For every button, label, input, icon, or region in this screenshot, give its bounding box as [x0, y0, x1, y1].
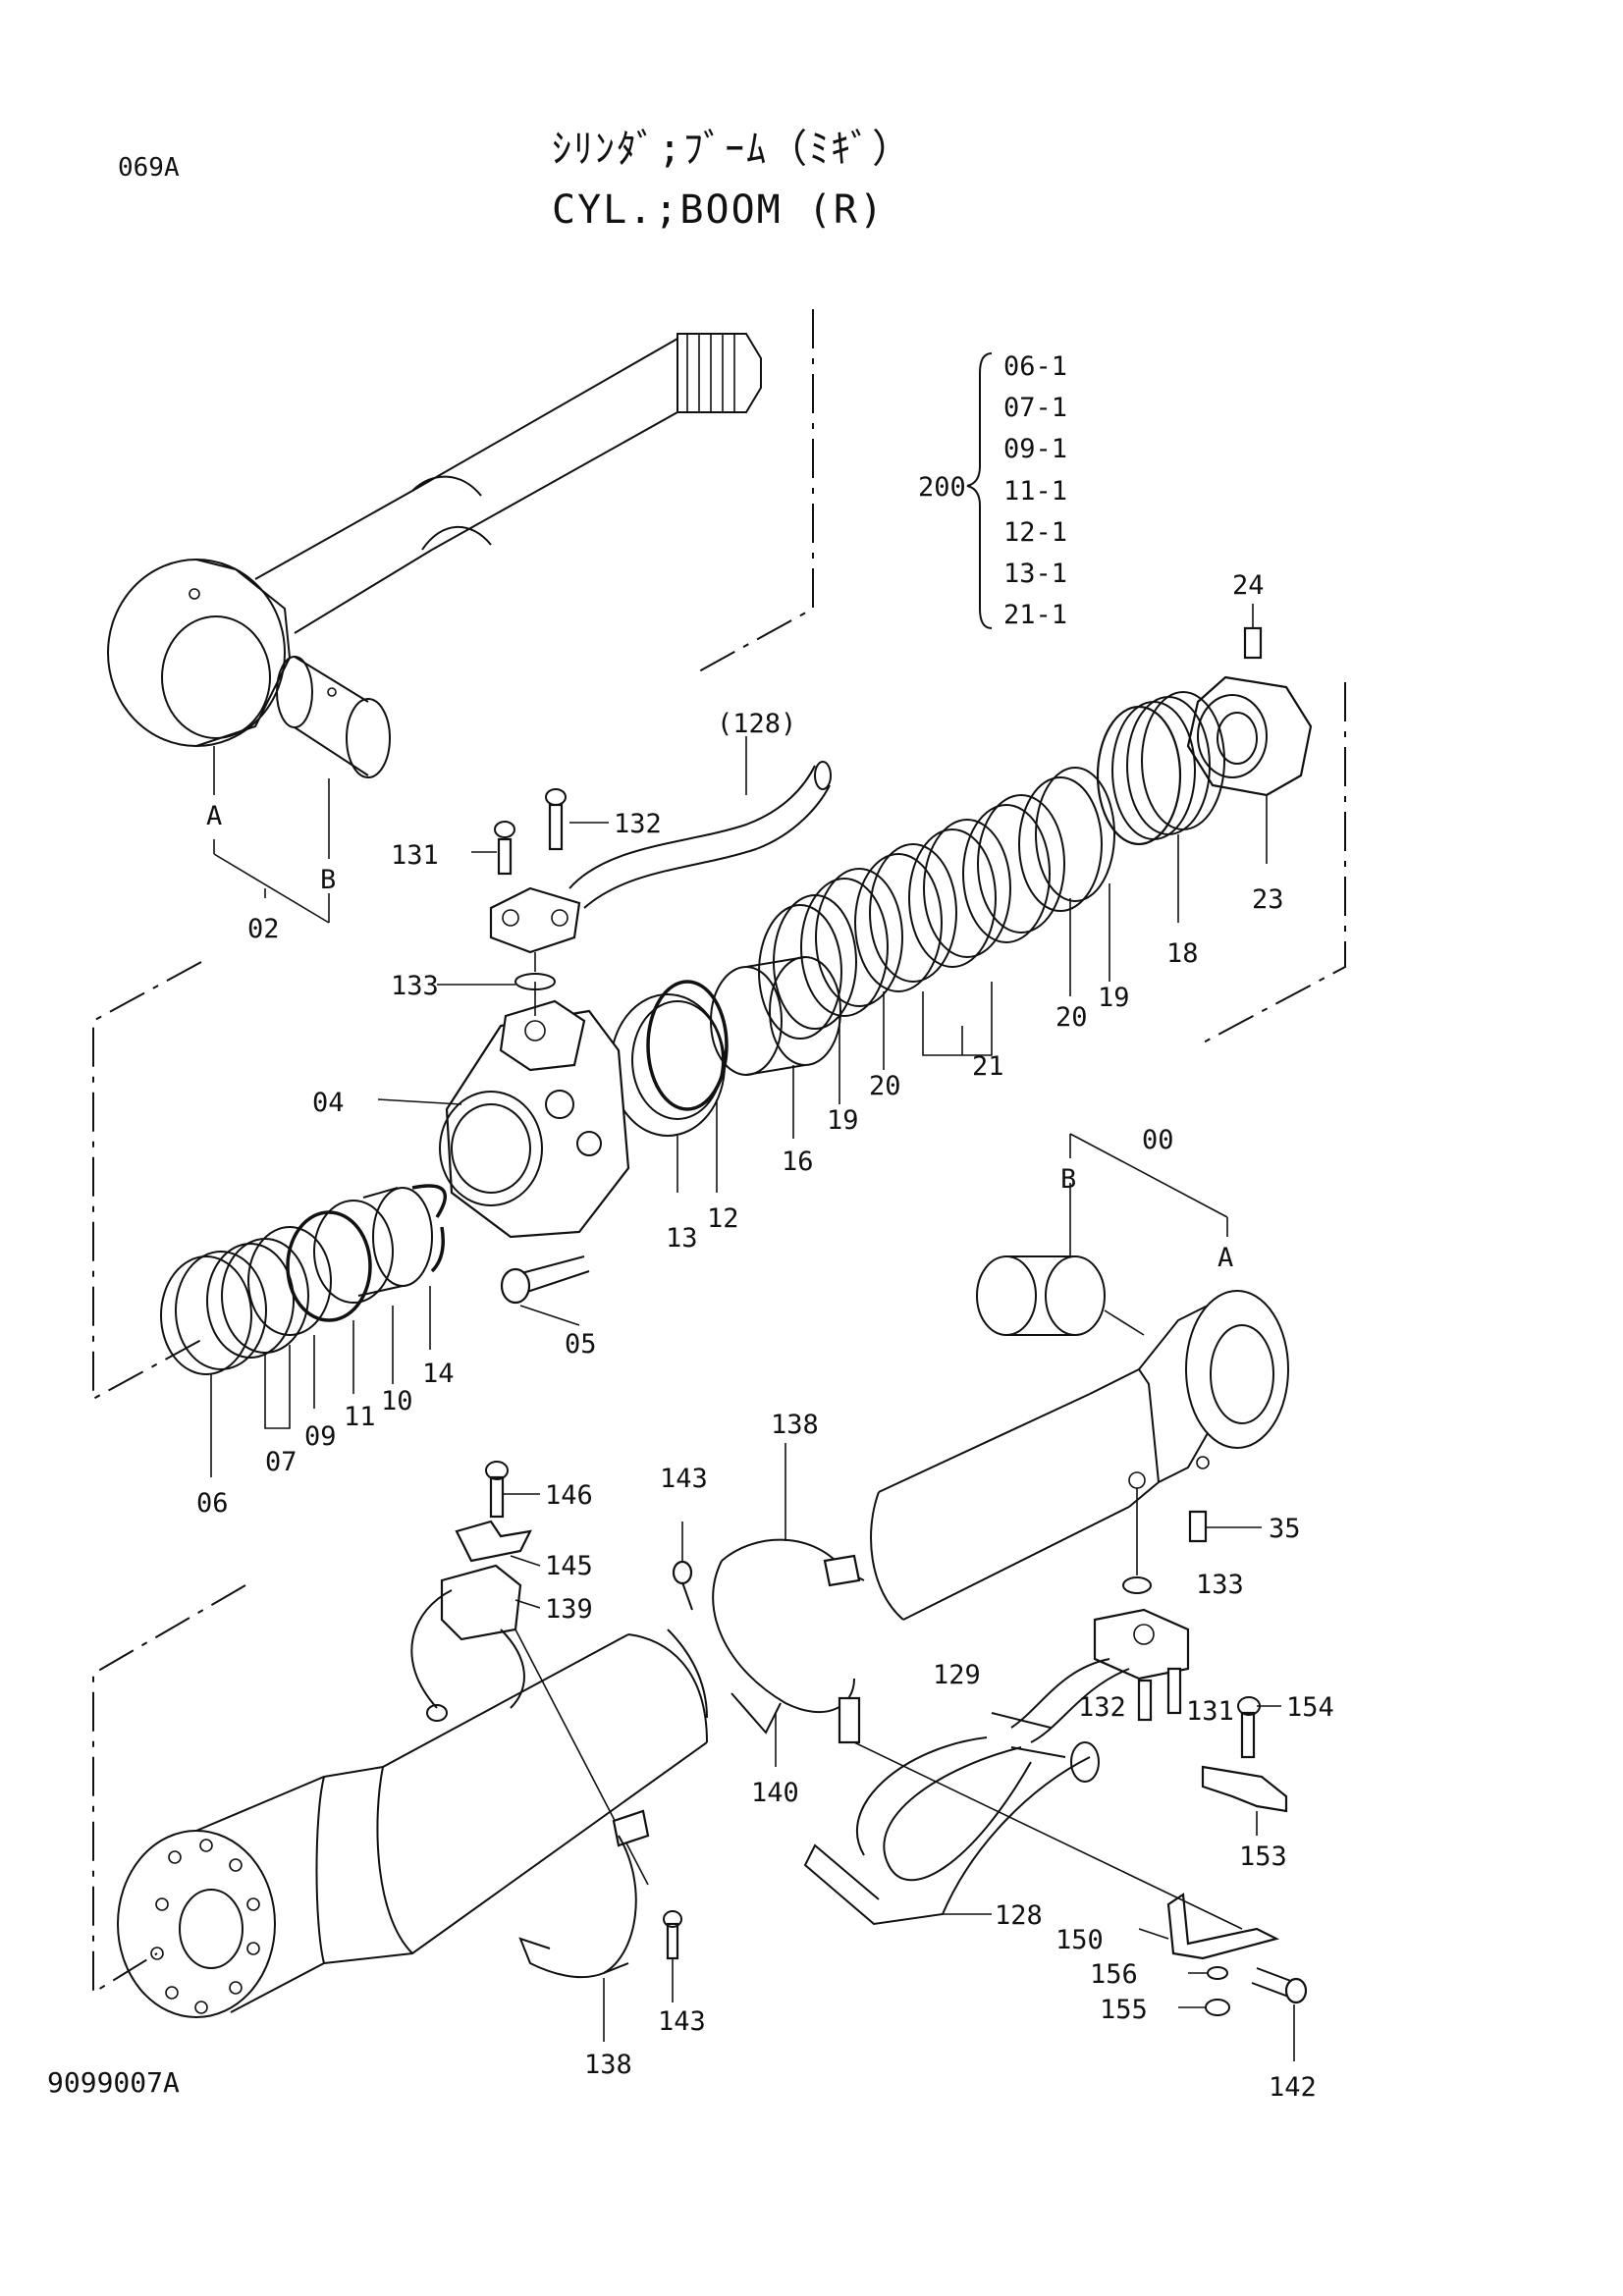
rod-seals — [160, 1184, 448, 1477]
bolt-142 — [1251, 1967, 1308, 2061]
callout-146: 146 — [545, 1480, 593, 1511]
callout-00: 00 — [1142, 1125, 1174, 1155]
callout-138-top: 138 — [771, 1410, 819, 1440]
callout-132-top: 132 — [614, 809, 662, 839]
callout-153: 153 — [1239, 1842, 1287, 1872]
label-A-top: A — [206, 801, 222, 831]
clamp-153 — [1201, 1696, 1288, 1836]
callout-20-left: 20 — [869, 1071, 901, 1101]
piston-rod — [107, 333, 762, 747]
piston-nut-assembly — [758, 604, 1313, 1104]
callout-18: 18 — [1166, 938, 1199, 969]
callout-128: 128 — [995, 1900, 1043, 1931]
rod-head — [377, 973, 630, 1239]
callout-10: 10 — [381, 1386, 413, 1416]
callout-02: 02 — [247, 914, 280, 944]
kit-item-13: 13-1 — [1003, 559, 1067, 589]
kit-item-07: 07-1 — [1003, 393, 1067, 423]
callout-154: 154 — [1286, 1692, 1334, 1723]
kit-item-11: 11-1 — [1003, 476, 1067, 507]
callout-133-bottom: 133 — [1196, 1570, 1244, 1600]
callout-131-bottom: 131 — [1186, 1696, 1234, 1727]
label-A-right: A — [1217, 1243, 1233, 1273]
callout-129: 129 — [933, 1660, 981, 1690]
clamp-138-140 — [672, 1443, 865, 1767]
clamp-139-145-146 — [410, 1461, 649, 1886]
kit-item-09: 09-1 — [1003, 434, 1067, 464]
callout-150: 150 — [1055, 1925, 1104, 1955]
callout-19-right: 19 — [1098, 983, 1130, 1013]
lower-flange-and-hoses — [803, 1576, 1190, 1926]
title-english: CYL.;BOOM (R) — [552, 187, 886, 233]
bracket-150 — [853, 1741, 1280, 2016]
kit-item-21: 21-1 — [1003, 600, 1067, 630]
kit-item-12: 12-1 — [1003, 517, 1067, 548]
callout-142: 142 — [1269, 2072, 1317, 2103]
label-B-top: B — [320, 865, 336, 895]
callout-05: 05 — [565, 1329, 597, 1360]
callout-12: 12 — [707, 1203, 739, 1234]
callout-06: 06 — [196, 1488, 229, 1519]
callout-128-ref: (128) — [717, 709, 796, 739]
callout-155: 155 — [1100, 1995, 1148, 2025]
clamp-138-lower — [518, 1809, 682, 2042]
title-japanese: ｼﾘﾝﾀﾞ;ﾌﾞｰﾑ（ﾐｷﾞ） — [552, 127, 914, 172]
callout-20-right: 20 — [1055, 1002, 1088, 1033]
rings-13-12 — [610, 980, 729, 1193]
bushing-top — [276, 656, 391, 778]
kit-number: 200 — [918, 472, 966, 503]
callout-140: 140 — [751, 1778, 799, 1808]
callout-23: 23 — [1252, 884, 1284, 915]
callout-04: 04 — [312, 1088, 345, 1118]
callout-138-bottom: 138 — [584, 2050, 632, 2080]
upper-flange-and-pipe — [437, 736, 832, 986]
bushing-right — [976, 1255, 1145, 1336]
kit-item-06: 06-1 — [1003, 351, 1067, 382]
callout-19-left: 19 — [827, 1105, 859, 1136]
callout-07: 07 — [265, 1447, 298, 1477]
bolt-05 — [500, 1255, 590, 1326]
page-code: 069A — [118, 153, 180, 183]
label-B-right: B — [1060, 1164, 1076, 1195]
cylinder-tube-00 — [870, 1290, 1289, 1621]
callout-143-top: 143 — [660, 1464, 708, 1494]
drawing-number: 9099007A — [47, 2066, 180, 2099]
kit-200-brace: 200 06-1 07-1 09-1 11-1 12-1 13-1 21-1 — [918, 351, 1067, 630]
callout-24: 24 — [1232, 570, 1265, 601]
callout-13: 13 — [666, 1223, 698, 1254]
callout-156: 156 — [1090, 1959, 1138, 1990]
callout-143-bottom: 143 — [658, 2006, 706, 2037]
callout-35: 35 — [1269, 1514, 1301, 1544]
callout-139: 139 — [545, 1594, 593, 1625]
callout-145: 145 — [545, 1551, 593, 1581]
cylinder-bottom-end — [117, 1629, 708, 2018]
callout-132-bottom: 132 — [1078, 1692, 1126, 1723]
callout-21: 21 — [972, 1051, 1004, 1082]
callout-09: 09 — [304, 1421, 337, 1452]
callout-16: 16 — [782, 1147, 814, 1177]
callout-133-top: 133 — [391, 971, 439, 1001]
callout-11: 11 — [344, 1402, 376, 1432]
callout-131-top: 131 — [391, 840, 439, 871]
callout-14: 14 — [422, 1359, 455, 1389]
